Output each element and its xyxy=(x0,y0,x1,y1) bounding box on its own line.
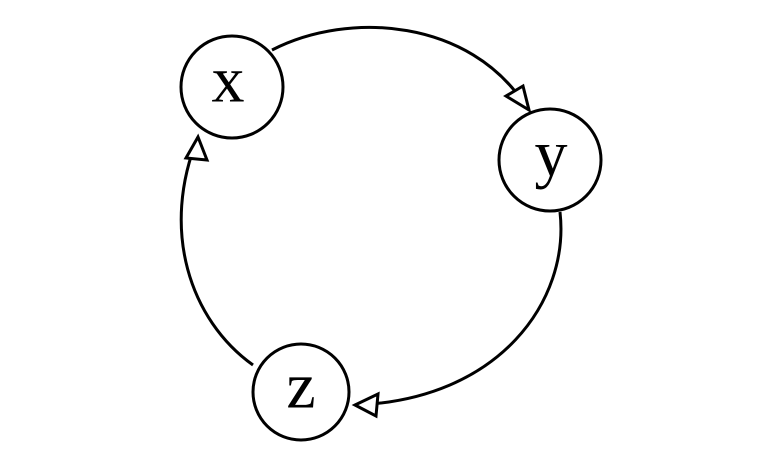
node-y: y xyxy=(497,107,603,213)
node-label-y: y xyxy=(535,118,568,191)
edge-z-to-x xyxy=(179,133,254,367)
node-label-x: x xyxy=(212,44,245,117)
node-x: x xyxy=(179,34,285,140)
edge-y-to-z xyxy=(351,211,563,419)
node-label-z: z xyxy=(286,350,315,423)
arrowhead-y-icon xyxy=(503,83,532,114)
node-z: z xyxy=(251,342,351,442)
arrowhead-z-icon xyxy=(351,391,380,419)
edge-x-to-y xyxy=(271,25,532,114)
arrowhead-x-icon xyxy=(183,133,210,162)
